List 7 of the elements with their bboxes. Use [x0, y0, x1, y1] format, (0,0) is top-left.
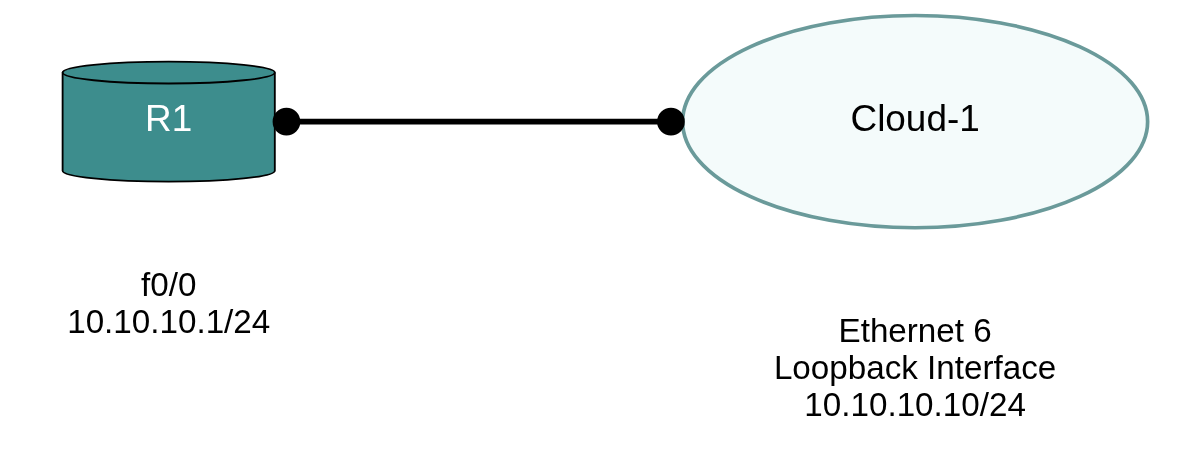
connector: [272, 107, 685, 136]
node-label: 10.10.10.10/24: [803, 385, 1026, 423]
node-label: Ethernet 6: [838, 311, 992, 349]
node-label: f0/0: [140, 265, 196, 303]
node-ellipse: Cloud-1: [680, 13, 1149, 230]
node-label: 10.10.10.1/24: [66, 302, 270, 340]
node-label: Loopback Interface: [773, 348, 1056, 386]
